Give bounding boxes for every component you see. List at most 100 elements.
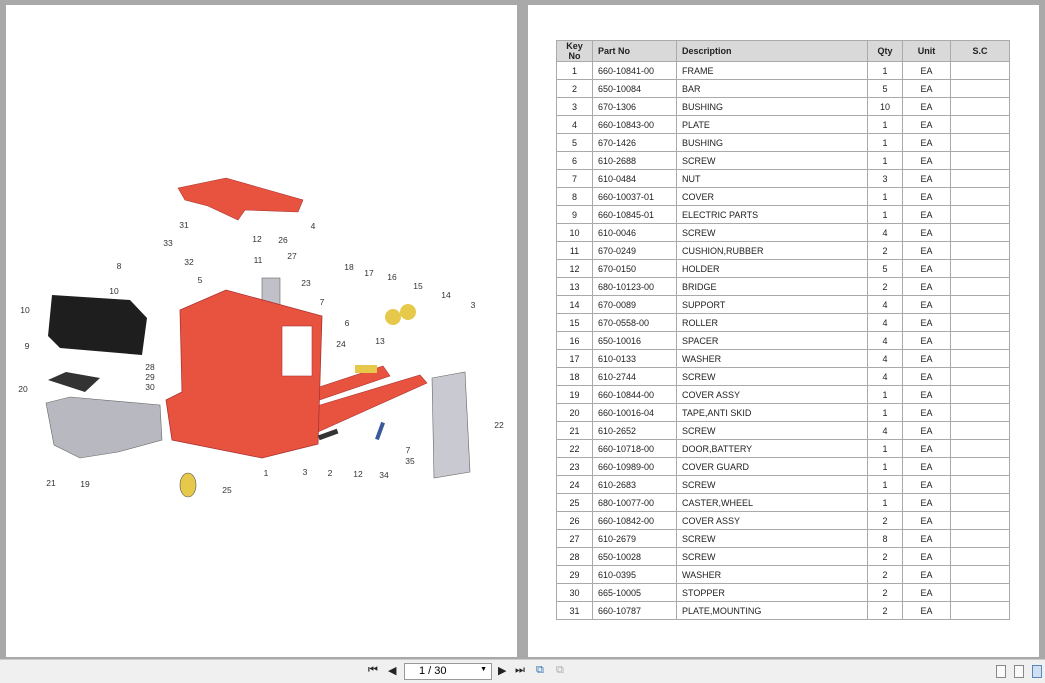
cell-sc bbox=[950, 331, 1010, 350]
continuous-view-icon[interactable] bbox=[1014, 665, 1024, 678]
cell-sc bbox=[950, 277, 1010, 296]
callout-label: 13 bbox=[375, 336, 385, 346]
callout-label: 7 bbox=[320, 297, 325, 307]
cell-key-no: 27 bbox=[556, 529, 593, 548]
cell-description: SCREW bbox=[676, 367, 868, 386]
cell-unit: EA bbox=[902, 151, 951, 170]
next-page-button[interactable]: ▶ bbox=[498, 665, 507, 677]
cell-unit: EA bbox=[902, 529, 951, 548]
cell-description: SCREW bbox=[676, 529, 868, 548]
cell-unit: EA bbox=[902, 187, 951, 206]
cell-part-no: 660-10037-01 bbox=[592, 187, 677, 206]
holder-part bbox=[375, 421, 385, 441]
cell-qty: 5 bbox=[867, 79, 903, 98]
cell-key-no: 31 bbox=[556, 601, 593, 620]
cell-key-no: 17 bbox=[556, 349, 593, 368]
cell-key-no: 25 bbox=[556, 493, 593, 512]
prev-page-button[interactable]: ◀ bbox=[388, 665, 397, 677]
callout-label: 26 bbox=[278, 235, 288, 245]
first-page-button[interactable]: ⏮ bbox=[368, 664, 378, 676]
callout-label: 7 bbox=[406, 445, 411, 455]
cell-qty: 1 bbox=[867, 475, 903, 494]
callout-label: 35 bbox=[405, 456, 415, 466]
cell-unit: EA bbox=[902, 439, 951, 458]
callout-label: 28 bbox=[145, 362, 155, 372]
copy-page-disabled-icon[interactable]: ⧉ bbox=[556, 664, 564, 676]
cell-part-no: 670-0249 bbox=[592, 241, 677, 260]
cell-description: COVER ASSY bbox=[676, 511, 868, 530]
cell-sc bbox=[950, 313, 1010, 332]
cell-description: HOLDER bbox=[676, 259, 868, 278]
tape-part bbox=[48, 372, 100, 392]
cell-description: DOOR,BATTERY bbox=[676, 439, 868, 458]
cell-key-no: 18 bbox=[556, 367, 593, 386]
cell-sc bbox=[950, 385, 1010, 404]
roller-part bbox=[385, 309, 401, 325]
callout-label: 9 bbox=[25, 341, 30, 351]
cell-part-no: 680-10123-00 bbox=[592, 277, 677, 296]
cell-key-no: 7 bbox=[556, 169, 593, 188]
cell-description: BUSHING bbox=[676, 97, 868, 116]
callout-label: 23 bbox=[301, 278, 311, 288]
cell-part-no: 670-1306 bbox=[592, 97, 677, 116]
cell-key-no: 20 bbox=[556, 403, 593, 422]
cell-unit: EA bbox=[902, 133, 951, 152]
last-page-button[interactable]: ⏭ bbox=[515, 664, 525, 676]
cell-unit: EA bbox=[902, 61, 951, 80]
chevron-down-icon: ▼ bbox=[480, 666, 487, 673]
callout-label: 10 bbox=[20, 305, 30, 315]
cell-sc bbox=[950, 97, 1010, 116]
cell-sc bbox=[950, 205, 1010, 224]
cell-qty: 1 bbox=[867, 439, 903, 458]
cell-key-no: 22 bbox=[556, 439, 593, 458]
cell-qty: 2 bbox=[867, 511, 903, 530]
cell-qty: 1 bbox=[867, 151, 903, 170]
callout-label: 24 bbox=[336, 339, 346, 349]
copy-page-icon[interactable]: ⧉ bbox=[536, 664, 544, 676]
callout-label: 2 bbox=[328, 468, 333, 478]
cell-key-no: 16 bbox=[556, 331, 593, 350]
cell-description: SUPPORT bbox=[676, 295, 868, 314]
cell-unit: EA bbox=[902, 601, 951, 620]
cell-description: BRIDGE bbox=[676, 277, 868, 296]
callout-label: 30 bbox=[145, 382, 155, 392]
cell-unit: EA bbox=[902, 259, 951, 278]
cell-part-no: 610-0046 bbox=[592, 223, 677, 242]
cell-part-no: 660-10787 bbox=[592, 601, 677, 620]
cell-unit: EA bbox=[902, 349, 951, 368]
two-page-view-icon[interactable] bbox=[1032, 665, 1042, 678]
cell-unit: EA bbox=[902, 511, 951, 530]
callout-label: 25 bbox=[222, 485, 232, 495]
bar-part bbox=[317, 428, 339, 441]
cell-qty: 4 bbox=[867, 295, 903, 314]
viewer-toolbar: ⏮ ◀ 1 / 30 ▼ ▶ ⏭ ⧉ ⧉ bbox=[0, 659, 1045, 683]
cell-qty: 4 bbox=[867, 349, 903, 368]
cell-unit: EA bbox=[902, 457, 951, 476]
cell-sc bbox=[950, 457, 1010, 476]
cell-part-no: 660-10845-01 bbox=[592, 205, 677, 224]
cell-description: ROLLER bbox=[676, 313, 868, 332]
cell-sc bbox=[950, 421, 1010, 440]
cell-sc bbox=[950, 115, 1010, 134]
callout-label: 18 bbox=[344, 262, 354, 272]
cell-qty: 2 bbox=[867, 277, 903, 296]
cell-key-no: 26 bbox=[556, 511, 593, 530]
single-page-view-icon[interactable] bbox=[996, 665, 1006, 678]
page-select[interactable]: 1 / 30 ▼ bbox=[404, 663, 492, 680]
cell-qty: 2 bbox=[867, 565, 903, 584]
callout-label: 29 bbox=[145, 372, 155, 382]
